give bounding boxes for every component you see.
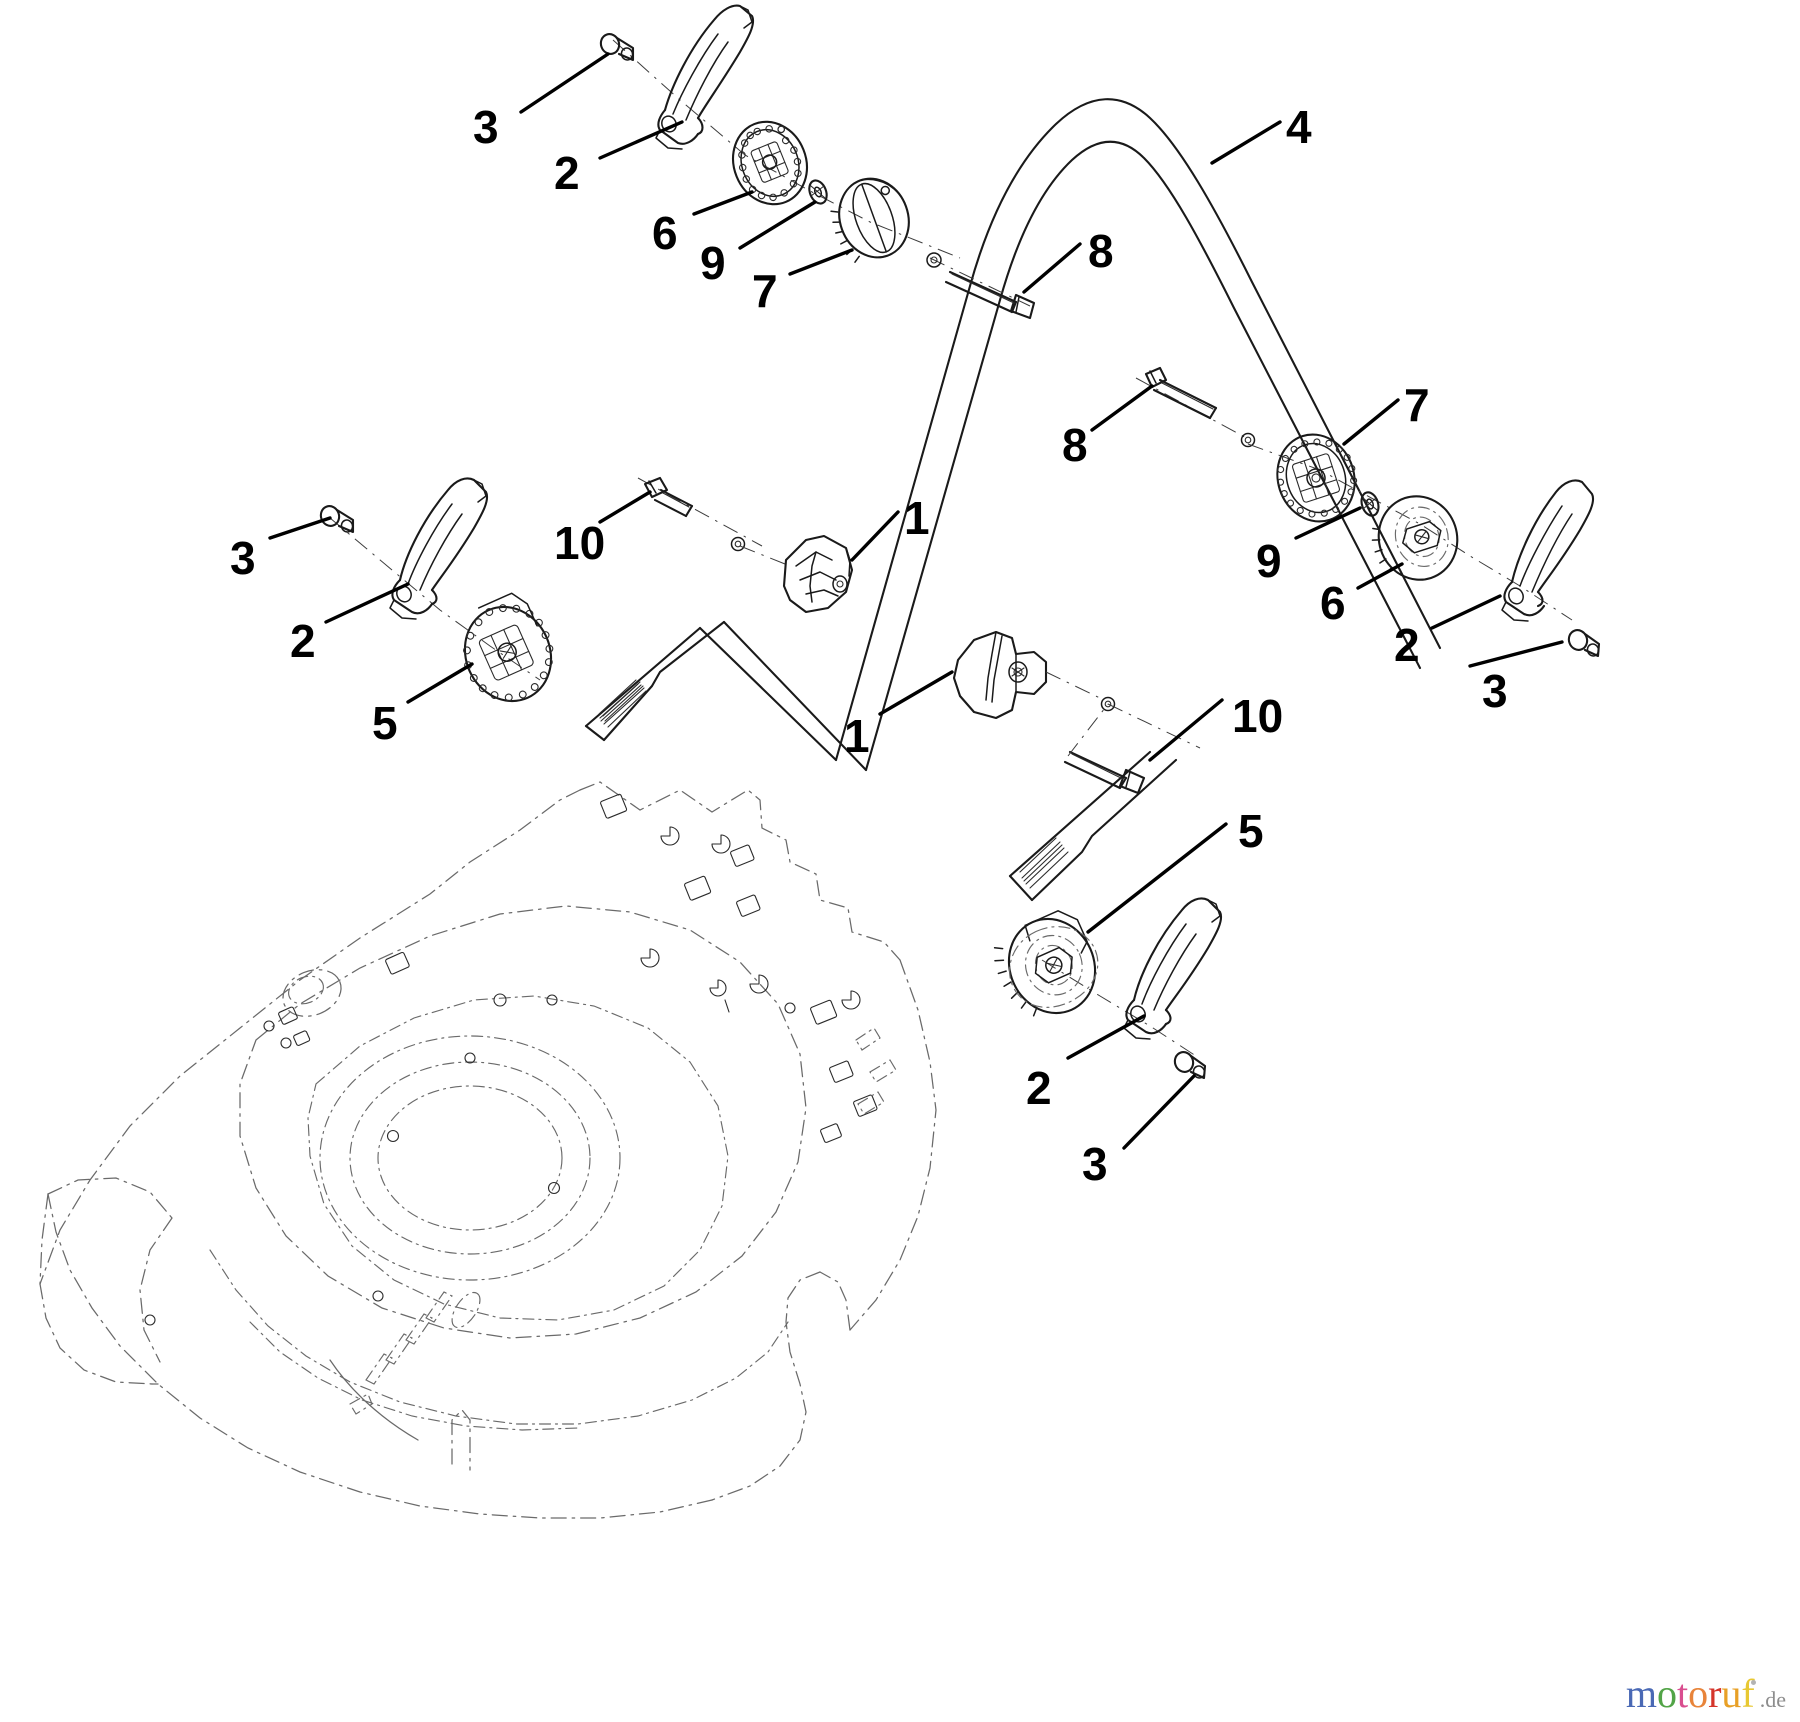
part-8-bolt-upper — [926, 252, 1036, 320]
callout-5-midleft: 5 — [372, 697, 398, 749]
callout-3-topleft: 3 — [473, 101, 499, 153]
part-6-ratchet-topleft — [732, 120, 808, 206]
callout-4-handle: 4 — [1286, 101, 1312, 153]
part-2-lever-bottom — [1123, 897, 1223, 1040]
watermark-letter-o2: o — [1688, 1671, 1709, 1716]
mower-deck-outline — [39, 781, 937, 1519]
callout-1-lower: 1 — [844, 710, 870, 762]
watermark-letter-o1: o — [1656, 1671, 1677, 1716]
leader-lines — [268, 52, 1564, 1150]
part-7-gear-topleft — [830, 177, 910, 263]
part-5-ratchet-midleft — [463, 592, 554, 703]
part-5-ratchet-bottom — [993, 910, 1099, 1017]
watermark-letter-m: m — [1625, 1671, 1657, 1716]
part-10-bolt-left — [637, 476, 763, 552]
part-1-bracket-upper — [782, 534, 854, 614]
callout-8-upper: 8 — [1088, 225, 1114, 277]
callout-5-bottom: 5 — [1238, 805, 1264, 857]
callout-3-midleft: 3 — [230, 532, 256, 584]
callout-2-bottom: 2 — [1026, 1062, 1052, 1114]
callout-6-topleft: 6 — [652, 207, 678, 259]
callout-2-right: 2 — [1394, 619, 1420, 671]
watermark-letter-r: r — [1708, 1671, 1722, 1716]
part-1-bracket-lower — [952, 630, 1048, 720]
part-3-nut-right — [1567, 629, 1601, 658]
part-9-washer-topleft — [808, 179, 828, 205]
watermark-dot-icon — [1750, 1680, 1756, 1685]
callout-3-bottom: 3 — [1082, 1138, 1108, 1190]
callout-7-topleft: 7 — [752, 265, 778, 317]
callout-2-topleft: 2 — [554, 147, 580, 199]
callout-9-right: 9 — [1256, 535, 1282, 587]
callout-10-right: 10 — [1232, 690, 1284, 742]
callout-9-topleft: 9 — [700, 237, 726, 289]
callout-7-right: 7 — [1404, 379, 1430, 431]
callout-10-left: 10 — [554, 517, 606, 569]
part-8-bolt-lower — [1135, 366, 1256, 448]
callout-8-lower: 8 — [1062, 419, 1088, 471]
callout-6-right: 6 — [1320, 577, 1346, 629]
watermark-letter-t: t — [1676, 1671, 1689, 1716]
callout-1-upper: 1 — [904, 492, 930, 544]
watermark-motoruf: motoruf.de — [1626, 1674, 1786, 1714]
callout-2-midleft: 2 — [290, 615, 316, 667]
part-3-nut-bottom — [1173, 1051, 1207, 1080]
part-6-ratchet-right — [1371, 495, 1459, 581]
part-10-bolt-right — [1063, 703, 1201, 795]
part-7-gear-right — [1276, 433, 1358, 523]
part-2-lever-midleft — [389, 477, 489, 620]
part-2-lever-right — [1501, 479, 1595, 622]
part-9-washer-right — [1360, 491, 1380, 517]
watermark-letter-u: u — [1721, 1671, 1742, 1716]
callout-3-right: 3 — [1482, 665, 1508, 717]
handle-bar-part4 — [584, 98, 1442, 902]
watermark-suffix: .de — [1759, 1687, 1786, 1712]
part-3-nut-topleft — [599, 33, 635, 62]
